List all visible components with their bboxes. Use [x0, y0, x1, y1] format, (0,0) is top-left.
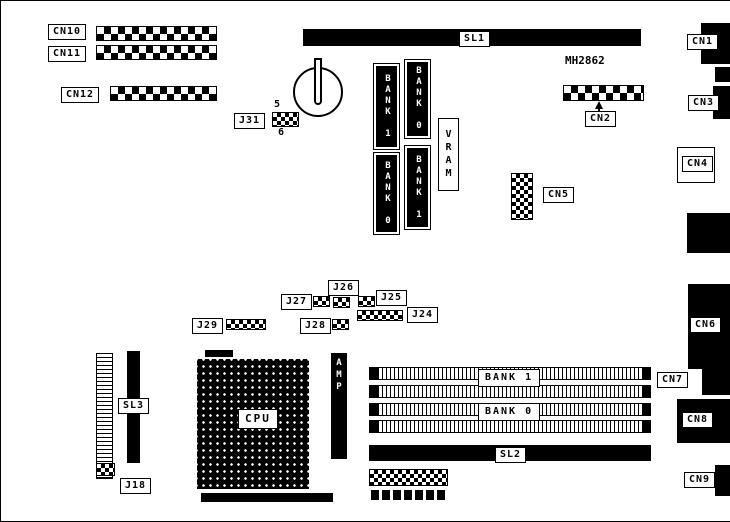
amp-chip: AMP — [331, 353, 347, 459]
j31-pin6-number: 6 — [278, 127, 285, 138]
j29-pin-block — [226, 319, 266, 330]
bank0-label: BANK 0 — [478, 403, 541, 421]
chip-id-text: MH2862 — [565, 54, 605, 67]
vram-bank1-top-label: BANK 1 — [376, 66, 397, 147]
j26-pin-block — [333, 297, 350, 308]
j18-pin-block — [96, 463, 115, 476]
j29-label: J29 — [192, 318, 224, 334]
vram-socket-top-right: BANK 0 — [404, 59, 431, 139]
cpu-top-bracket — [205, 350, 233, 357]
unlabeled-edge-connector — [687, 213, 730, 253]
cn10-pin-header — [96, 26, 217, 41]
power-connector-pads — [371, 490, 445, 500]
vram-socket-bottom-right: BANK 1 — [404, 145, 431, 230]
vram-socket-bottom-left: BANK 0 — [373, 152, 400, 235]
j27-pin-block — [313, 296, 330, 307]
cn7-label: CN7 — [657, 372, 689, 388]
j25-label: J25 — [376, 290, 408, 306]
cpu-label: CPU — [238, 409, 278, 429]
cn7-connector — [702, 369, 730, 395]
cn11-label: CN11 — [48, 46, 87, 62]
j25-pin-block — [358, 296, 375, 307]
vram-bank0-bottom-label: BANK 0 — [376, 155, 397, 232]
cn9-connector — [715, 465, 730, 496]
j24-label: J24 — [407, 307, 439, 323]
cn12-label: CN12 — [61, 87, 100, 103]
cn6-label: CN6 — [690, 317, 722, 333]
dimm-slot-bank1-b — [369, 385, 651, 398]
cn12-pin-header — [110, 86, 217, 101]
sl2-label: SL2 — [495, 447, 527, 463]
dimm-slot-bank0-b — [369, 420, 651, 433]
j18-label: J18 — [120, 478, 152, 494]
vram-bank1-bottom-label: BANK 1 — [407, 148, 428, 227]
j31-pin-block — [272, 112, 299, 127]
vram-socket-top-left: BANK 1 — [373, 63, 400, 150]
cn3-label: CN3 — [688, 95, 720, 111]
sl3-slot-contacts — [96, 353, 113, 479]
cn5-pin-block — [511, 173, 533, 220]
j31-pin5-number: 5 — [274, 99, 281, 110]
bank1-label: BANK 1 — [478, 369, 541, 387]
cn1-label: CN1 — [687, 34, 719, 50]
j31-label: J31 — [234, 113, 266, 129]
j26-label: J26 — [328, 280, 360, 296]
j28-pin-block — [332, 319, 349, 330]
j28-label: J28 — [300, 318, 332, 334]
vram-label: VRAM — [438, 118, 459, 191]
cn4-label: CN4 — [682, 156, 714, 172]
cn10-label: CN10 — [48, 24, 87, 40]
cn2-arrow-icon — [595, 101, 603, 109]
vram-bank0-top-label: BANK 0 — [407, 62, 428, 136]
amp-label: AMP — [334, 358, 344, 394]
cn2-label: CN2 — [585, 111, 617, 127]
edge-stub-connector — [715, 67, 730, 82]
cpu-bottom-bracket — [201, 493, 333, 502]
cn8-label: CN8 — [682, 412, 714, 428]
cn2-pin-header — [563, 85, 644, 101]
cn2-arrow-stem — [598, 106, 600, 113]
j27-label: J27 — [281, 294, 313, 310]
sl1-label: SL1 — [459, 31, 491, 47]
cn11-pin-header — [96, 45, 217, 60]
power-connector — [369, 469, 448, 486]
j24-pin-block — [357, 310, 403, 321]
cn9-label: CN9 — [684, 472, 716, 488]
cn5-label: CN5 — [543, 187, 575, 203]
sl3-label: SL3 — [118, 398, 150, 414]
battery-clip — [314, 58, 322, 105]
